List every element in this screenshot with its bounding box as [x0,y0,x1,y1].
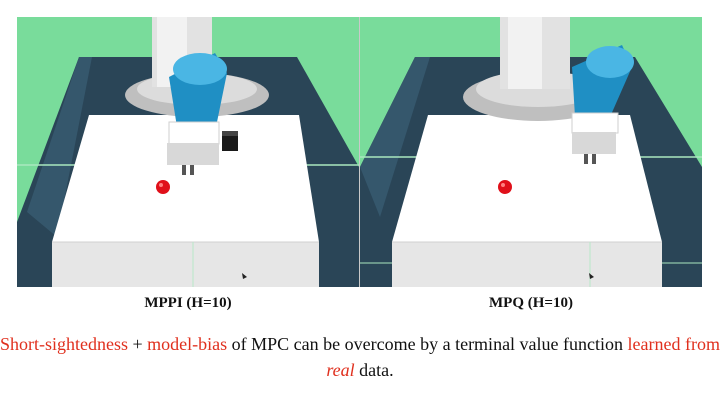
mpq-scene [360,17,702,287]
model-bias-highlight: model-bias [147,334,228,354]
mppi-caption: MPPI (H=10) [144,295,232,311]
summary-end: data. [354,360,394,380]
goal-marker [156,180,170,194]
mpq-caption: MPQ (H=10) [489,295,573,311]
summary-text: Short-sightedness + model-bias of MPC ca… [0,331,720,383]
panel-divider [359,17,360,287]
table-top [392,115,662,242]
summary-middle: of MPC can be overcome by a terminal val… [227,334,628,354]
table-top [52,115,319,242]
mppi-simulation-view [17,17,359,287]
short-sightedness-highlight: Short-sightedness [0,334,128,354]
real-highlight: real [326,360,355,380]
mppi-scene [17,17,359,287]
cube-object [222,135,238,151]
summary-plus: + [128,334,148,354]
goal-marker [498,180,512,194]
table-front [392,242,662,287]
simulation-panels [17,17,702,287]
learned-from-highlight: learned from [627,334,720,354]
mpq-simulation-view [360,17,702,287]
table-front [52,242,319,287]
